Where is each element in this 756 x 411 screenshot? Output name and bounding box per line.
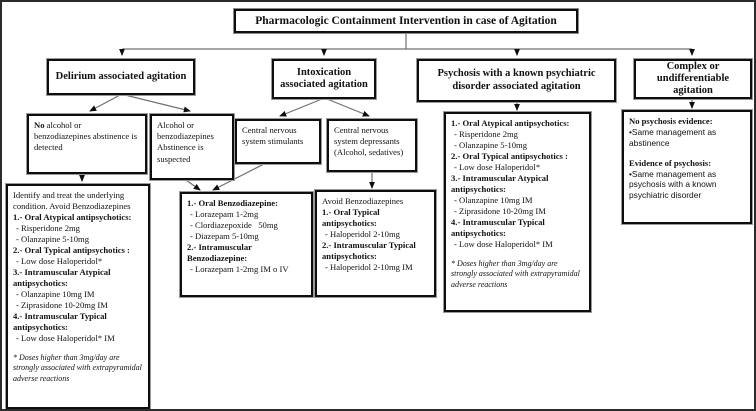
text-line: - Olanzapine 5-10mg (454, 140, 528, 150)
text-line: 4.- Intramuscular Typical antipsychotics… (451, 217, 547, 238)
condition-cns-depressants: Central nervous system depressants (Alco… (327, 119, 417, 172)
text-line: - Olanzapine 5-10mg (16, 234, 90, 244)
text-line: 3.- Intramuscular Atypical antipsychotic… (13, 267, 113, 288)
text-line (13, 344, 143, 353)
text-line: - Low dose Haloperidol* (454, 162, 541, 172)
text-line: - Risperidone 2mg (16, 223, 80, 233)
branch-delirium-label: Delirium associated agitation (55, 70, 187, 82)
text-line: 4.- Intramuscular Typical antipsychotics… (13, 311, 109, 332)
treatment-complex: No psychosis evidence:•Same management a… (622, 110, 752, 224)
text-line: - Low dose Haloperidol* (16, 256, 103, 266)
title-box: Pharmacologic Containment Intervention i… (234, 9, 578, 33)
branch-complex-label: Complex or undifferentiable agitation (656, 60, 730, 97)
text-line: - Olanzapine 10mg IM (454, 195, 533, 205)
text-line: 2.- Oral Typical antipsychotics : (13, 245, 130, 255)
condition-cns-depressants-text: Central nervous system depressants (Alco… (334, 125, 404, 158)
text-line: - Diazepam 5-10mg (190, 231, 259, 241)
text-line (451, 250, 584, 259)
treatment-delirium-no-abstinence: Identify and treat the underlying condit… (6, 184, 150, 409)
condition-no-abstinence: No alcohol or benzodiazepines abstinence… (27, 114, 147, 174)
text-line: * Doses higher than 3mg/day are strongly… (13, 353, 144, 383)
text-line: 1.- Oral Atypical antipsychotics: (13, 212, 132, 222)
branch-psychosis: Psychosis with a known psychiatric disor… (417, 59, 616, 102)
branch-delirium: Delirium associated agitation (47, 59, 195, 95)
treatment-psychosis: 1.- Oral Atypical antipsychotics:- Rispe… (444, 112, 591, 312)
condition-cns-stimulants: Central nervous system stimulants (235, 119, 321, 164)
condition-cns-stimulants-text: Central nervous system stimulants (242, 125, 304, 147)
text-line: 1.- Oral Atypical antipsychotics: (451, 118, 570, 128)
text-line: - Low dose Haloperidol* IM (454, 239, 553, 249)
text-line: - Lorazepam 1-2mg IM o IV (190, 264, 289, 274)
condition-abstinence-suspected: Alcohol or benzodiazepines Abstinence is… (150, 114, 234, 180)
text-line: - Risperidone 2mg (454, 129, 518, 139)
text-line: •Same management as psychosis with a kno… (629, 168, 719, 201)
text-line: - Clordiazepoxide 50mg (190, 220, 278, 230)
condition-no-abstinence-text: alcohol or benzodiazepines abstinence is… (34, 120, 138, 153)
text-line: 1.- Oral Benzodiazepine: (187, 198, 278, 208)
text-line: - Ziprasidone 10-20mg IM (16, 300, 108, 310)
text-line: •Same management as abstinence (629, 127, 719, 148)
text-line: - Ziprasidone 10-20mg IM (454, 206, 546, 216)
text-line: - Haloperidol 2-10mg IM (325, 262, 413, 272)
page-title: Pharmacologic Containment Intervention i… (255, 15, 557, 27)
text-line: 3.- Intramuscular Atypical antipsychotic… (451, 173, 551, 194)
text-line: 1.- Oral Typical antipsychotics: (322, 207, 382, 228)
text-line: - Haloperidol 2-10mg (325, 229, 400, 239)
condition-abstinence-suspected-text: Alcohol or benzodiazepines Abstinence is… (157, 120, 214, 164)
treatment-benzodiazepine: 1.- Oral Benzodiazepine:- Lorazepam 1-2m… (180, 192, 313, 297)
text-line: - Low dose Haloperidol* IM (16, 333, 115, 343)
branch-complex: Complex or undifferentiable agitation (634, 59, 752, 99)
text-line: - Lorazepam 1-2mg (190, 209, 259, 219)
text-line (629, 149, 745, 158)
text-line: - Olanzapine 10mg IM (16, 289, 95, 299)
text-line: * Doses higher than 3mg/day are strongly… (451, 259, 582, 289)
text-line: 2.- Intramuscular Typical antipsychotics… (322, 240, 418, 261)
branch-psychosis-label: Psychosis with a known psychiatric disor… (437, 68, 596, 92)
text-line: Avoid Benzodiazepines (322, 196, 404, 206)
branch-intoxication-label: Intoxication associated agitation (280, 66, 368, 90)
text-line: 2.- Oral Typical antipsychotics : (451, 151, 568, 161)
text-line: Identify and treat the underlying condit… (13, 190, 131, 211)
text-line: No psychosis evidence: (629, 116, 713, 126)
condition-no-abstinence-lead: No (34, 120, 45, 130)
text-line: 2.- Intramuscular Benzodiazepine: (187, 242, 254, 263)
text-line: Evidence of psychosis: (629, 157, 712, 168)
branch-intoxication: Intoxication associated agitation (272, 59, 376, 99)
